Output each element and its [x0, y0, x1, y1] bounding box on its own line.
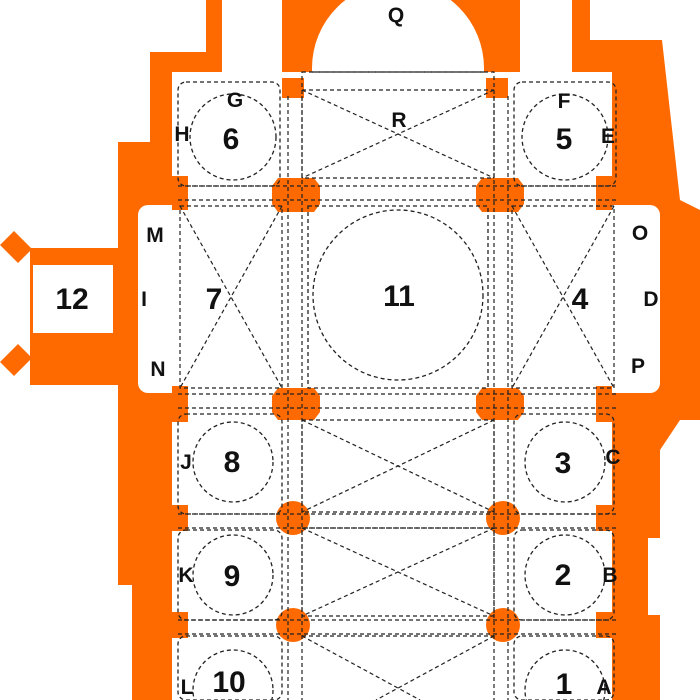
bay-label-3: 3: [555, 447, 572, 480]
bay-label-12: 12: [55, 283, 88, 316]
letter-n: N: [150, 358, 165, 381]
point-letters: A B C D E F G H I J K L M N O P Q R: [141, 4, 659, 699]
letter-j: J: [180, 451, 192, 474]
letter-h: H: [174, 123, 189, 146]
pilaster: [172, 612, 188, 638]
pier: [272, 388, 320, 420]
bay-label-4: 4: [572, 283, 589, 316]
pilaster: [596, 176, 612, 210]
letter-f: F: [558, 90, 571, 113]
letter-b: B: [602, 564, 617, 587]
bay-label-8: 8: [224, 446, 241, 479]
letter-o: O: [632, 222, 648, 245]
letter-q: Q: [388, 4, 404, 27]
letter-m: M: [146, 224, 164, 247]
top-notch-left: [222, 0, 282, 72]
bay-label-11: 11: [383, 280, 415, 313]
bay-label-9: 9: [224, 560, 241, 593]
sacristy-arm-bottom: [0, 344, 32, 376]
letter-l: L: [181, 676, 194, 699]
letter-i: I: [141, 288, 147, 311]
pier: [476, 388, 524, 420]
sacristy-arm-top: [0, 231, 32, 263]
bay-numbers: 1 2 3 4 5 6 7 8 9 10 11 12: [55, 123, 588, 700]
letter-k: K: [178, 564, 193, 587]
floor: [138, 72, 660, 700]
bay-label-5: 5: [556, 123, 573, 156]
pier: [272, 178, 320, 212]
transept-floor: [138, 205, 660, 393]
openings: [33, 0, 572, 333]
letter-p: P: [631, 355, 645, 378]
top-notch-right: [520, 0, 572, 72]
vault-lines: [177, 71, 617, 700]
bay-label-6: 6: [223, 123, 240, 156]
pilaster: [596, 612, 612, 638]
room-12: [33, 265, 113, 333]
letter-a: A: [596, 676, 611, 699]
pilaster: [172, 505, 188, 531]
pier: [476, 178, 524, 212]
bay-label-7: 7: [206, 283, 223, 316]
pilaster: [596, 386, 612, 422]
bay-label-10: 10: [212, 666, 245, 699]
letter-e: E: [601, 125, 615, 148]
letter-d: D: [643, 288, 658, 311]
letter-g: G: [227, 89, 243, 112]
bay-label-2: 2: [555, 559, 572, 592]
pilaster: [172, 176, 188, 210]
pier: [486, 78, 508, 98]
letter-r: R: [391, 109, 406, 132]
apse-interior: [312, 0, 484, 95]
pier: [282, 78, 304, 98]
bay-label-1: 1: [556, 668, 573, 700]
pilaster: [172, 386, 188, 422]
letter-c: C: [605, 446, 620, 469]
pilaster: [596, 505, 612, 531]
